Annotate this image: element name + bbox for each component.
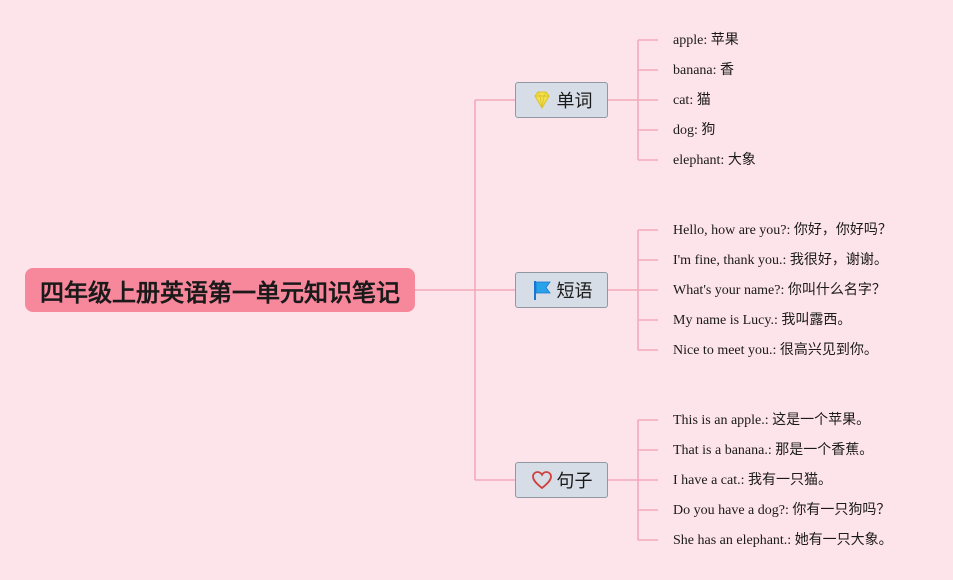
leaf-item[interactable]: dog: 狗 [673, 120, 715, 140]
leaf-chinese: 狗 [701, 122, 716, 138]
leaf-english: Hello, how are you?: [673, 223, 791, 238]
leaf-item[interactable]: That is a banana.: 那是一个香蕉。 [673, 440, 873, 460]
leaf-chinese: 大象 [727, 152, 756, 168]
leaf-english: banana: [673, 63, 717, 78]
leaf-item[interactable]: banana: 香 [673, 60, 734, 80]
leaf-item[interactable]: Nice to meet you.: 很高兴见到你。 [673, 340, 878, 360]
leaf-item[interactable]: elephant: 大象 [673, 150, 756, 170]
leaf-english: elephant: [673, 153, 725, 168]
leaf-chinese: 香 [720, 62, 735, 78]
root-topic[interactable]: 四年级上册英语第一单元知识笔记 [25, 268, 415, 312]
leaf-english: Do you have a dog?: [673, 503, 789, 518]
leaf-english: My name is Lucy.: [673, 313, 778, 328]
leaf-item[interactable]: Hello, how are you?: 你好，你好吗？ [673, 220, 892, 240]
branch-vocabulary[interactable]: 单词 [515, 82, 608, 118]
leaf-chinese: 这是一个苹果。 [772, 412, 871, 428]
leaf-chinese: 我有一只猫。 [748, 472, 833, 488]
leaf-english: I'm fine, thank you.: [673, 253, 787, 268]
flag-icon [531, 279, 553, 301]
leaf-english: apple: [673, 33, 708, 48]
branch-label: 句子 [556, 471, 593, 492]
branch-sentences[interactable]: 句子 [515, 462, 608, 498]
leaf-chinese: 那是一个香蕉。 [775, 442, 874, 458]
leaf-english: That is a banana.: [673, 443, 772, 458]
leaf-chinese: 我叫露西。 [781, 312, 852, 328]
leaf-item[interactable]: My name is Lucy.: 我叫露西。 [673, 310, 851, 330]
leaf-chinese: 我很好，谢谢。 [789, 252, 888, 268]
leaf-item[interactable]: apple: 苹果 [673, 30, 739, 50]
leaf-item[interactable]: I have a cat.: 我有一只猫。 [673, 470, 832, 490]
leaf-chinese: 猫 [696, 92, 711, 108]
root-topic-label: 四年级上册英语第一单元知识笔记 [40, 278, 400, 307]
leaf-english: She has an elephant.: [673, 533, 792, 548]
diamond-icon [531, 89, 553, 111]
leaf-item[interactable]: Do you have a dog?: 你有一只狗吗？ [673, 500, 890, 520]
leaf-chinese: 她有一只大象。 [794, 532, 893, 548]
leaf-item[interactable]: What's your name?: 你叫什么名字？ [673, 280, 886, 300]
branch-phrases[interactable]: 短语 [515, 272, 608, 308]
leaf-english: What's your name?: [673, 283, 785, 298]
heart-icon [531, 469, 553, 491]
leaf-english: dog: [673, 123, 698, 138]
leaf-chinese: 你叫什么名字？ [787, 282, 886, 298]
leaf-item[interactable]: She has an elephant.: 她有一只大象。 [673, 530, 893, 550]
leaf-chinese: 苹果 [710, 32, 739, 48]
leaf-chinese: 你有一只狗吗？ [792, 502, 891, 518]
leaf-english: I have a cat.: [673, 473, 745, 488]
leaf-english: cat: [673, 93, 694, 108]
leaf-item[interactable]: This is an apple.: 这是一个苹果。 [673, 410, 870, 430]
leaf-item[interactable]: I'm fine, thank you.: 我很好，谢谢。 [673, 250, 888, 270]
leaf-chinese: 你好，你好吗？ [793, 222, 892, 238]
leaf-english: Nice to meet you.: [673, 343, 777, 358]
leaf-chinese: 很高兴见到你。 [779, 342, 878, 358]
leaf-english: This is an apple.: [673, 413, 769, 428]
leaf-item[interactable]: cat: 猫 [673, 90, 711, 110]
branch-label: 短语 [556, 281, 593, 302]
branch-label: 单词 [556, 91, 593, 112]
